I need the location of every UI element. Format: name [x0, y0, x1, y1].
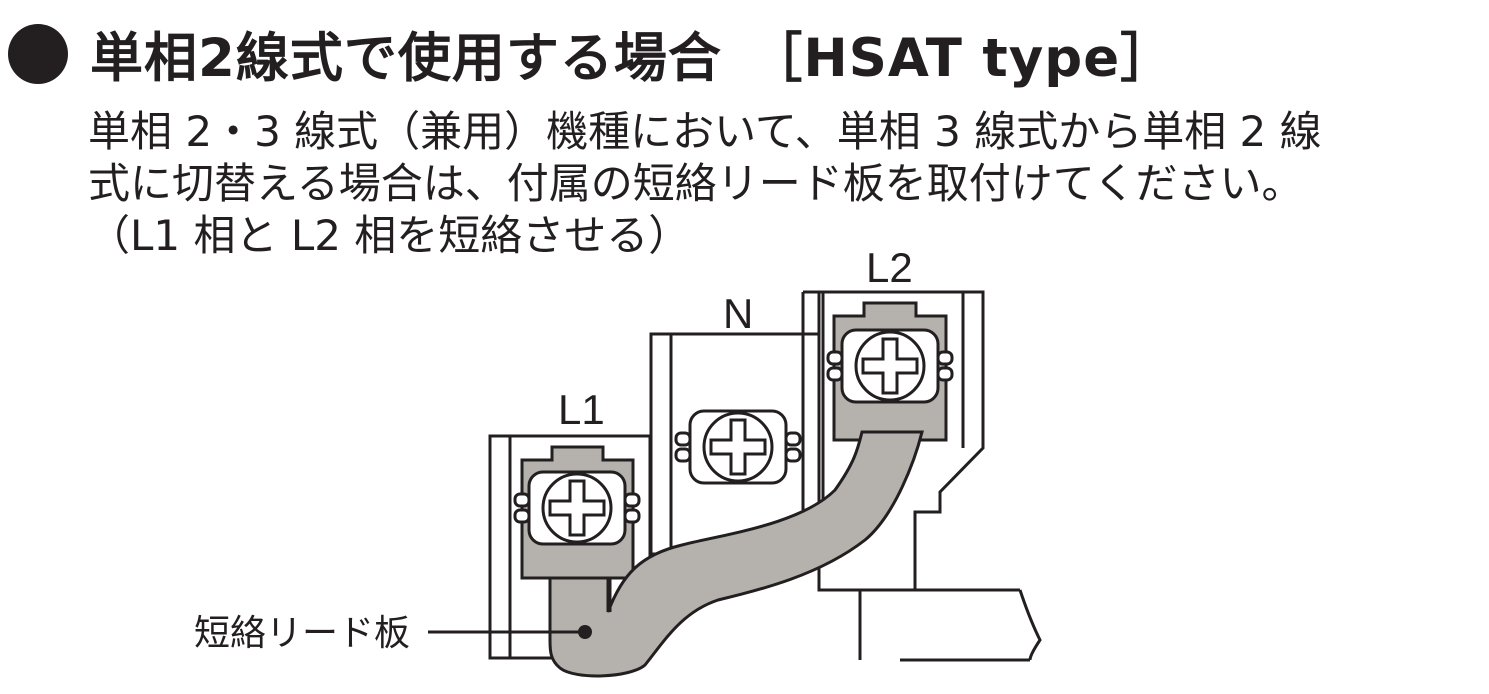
screw-icon-l1: [513, 470, 641, 546]
heading-title: 単相2線式で使用する場合 ［HSAT type］: [90, 28, 1175, 89]
screw-icon-n: [674, 409, 802, 485]
terminal-label-l1: L1: [558, 386, 605, 433]
description: 単相 2・3 線式（兼用）機種において、単相 3 線式から単相 2 線 式に切替…: [88, 106, 1483, 262]
description-line: （L1 相と L2 相を短絡させる）: [88, 211, 691, 260]
screw-icon-l2: [826, 328, 954, 404]
description-line: 式に切替える場合は、付属の短絡リード板を取付けてください。: [88, 159, 1304, 208]
section-heading: 単相2線式で使用する場合 ［HSAT type］: [8, 14, 1174, 94]
terminal-block-n: [649, 332, 821, 556]
base-rail: [858, 588, 1042, 662]
callout-dot-icon: [578, 625, 592, 639]
callout: 短絡リード板: [194, 613, 592, 654]
callout-label: 短絡リード板: [194, 613, 410, 654]
terminal-label-n: N: [723, 290, 753, 337]
description-line: 単相 2・3 線式（兼用）機種において、単相 3 線式から単相 2 線: [88, 107, 1322, 156]
bullet-icon: [8, 24, 68, 84]
terminal-label-l2: L2: [866, 244, 913, 291]
short-circuit-plate: [548, 430, 924, 678]
